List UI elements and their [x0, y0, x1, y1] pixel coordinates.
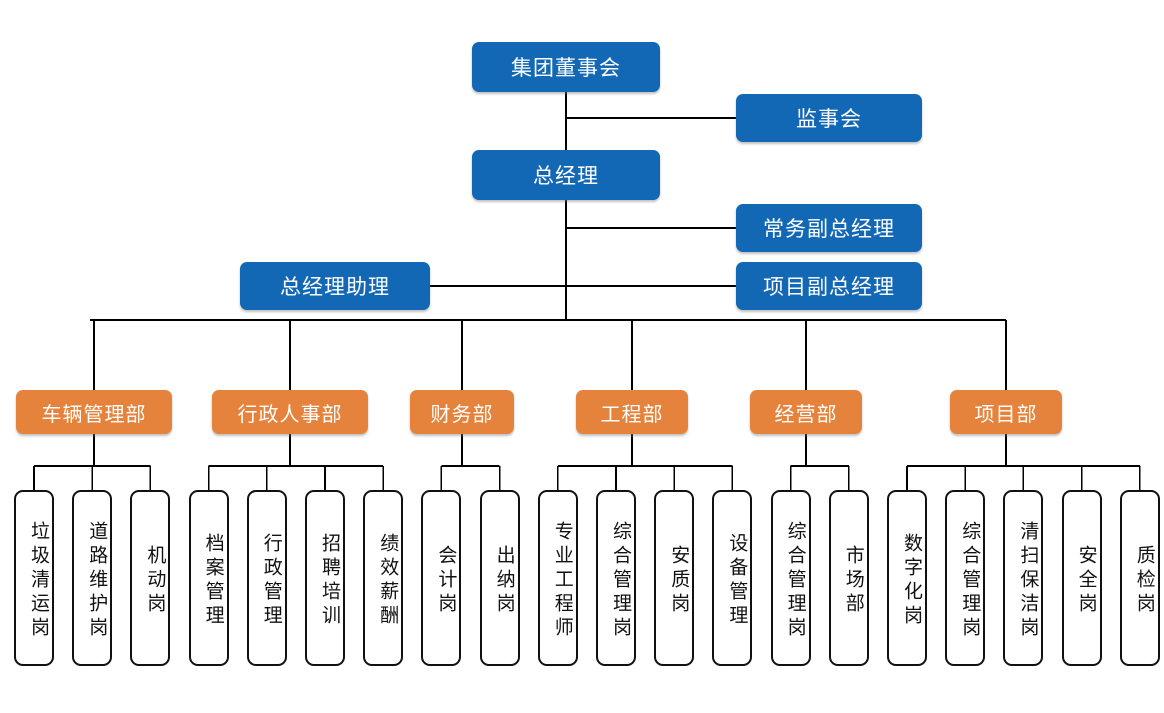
department-node-finance[interactable]: 财务部	[410, 390, 514, 434]
leaf-node[interactable]: 市场部	[828, 490, 869, 666]
leaf-node[interactable]: 综合管理岗	[596, 490, 636, 666]
department-node-admin-hr[interactable]: 行政人事部	[212, 390, 368, 434]
exec-node-supervisory[interactable]: 监事会	[736, 94, 922, 142]
leaf-node[interactable]: 安质岗	[654, 490, 695, 666]
leaf-node[interactable]: 专业工程师	[537, 490, 578, 666]
exec-node-exec-vice-gm[interactable]: 常务副总经理	[736, 204, 922, 252]
department-node-project[interactable]: 项目部	[950, 390, 1062, 434]
leaf-node[interactable]: 安全岗	[1061, 490, 1102, 666]
leaf-node[interactable]: 数字化岗	[887, 490, 927, 666]
leaf-node[interactable]: 档案管理	[188, 490, 229, 666]
department-node-engineering[interactable]: 工程部	[576, 390, 688, 434]
exec-node-board[interactable]: 集团董事会	[472, 42, 660, 92]
leaf-node[interactable]: 质检岗	[1119, 490, 1160, 666]
leaf-node[interactable]: 机动岗	[130, 490, 171, 666]
leaf-node[interactable]: 设备管理	[712, 490, 753, 666]
department-node-vehicle-management[interactable]: 车辆管理部	[16, 390, 172, 434]
leaf-node[interactable]: 道路维护岗	[72, 490, 113, 666]
leaf-node[interactable]: 会计岗	[421, 490, 462, 666]
leaf-node[interactable]: 综合管理岗	[770, 490, 811, 666]
leaf-node[interactable]: 绩效薪酬	[363, 490, 404, 666]
leaf-node[interactable]: 清扫保洁岗	[1003, 490, 1044, 666]
leaf-node[interactable]: 招聘培训	[305, 490, 345, 666]
leaf-node[interactable]: 出纳岗	[479, 490, 520, 666]
leaf-node[interactable]: 综合管理岗	[945, 490, 986, 666]
leaf-node[interactable]: 垃圾清运岗	[14, 490, 54, 666]
department-node-operations[interactable]: 经营部	[750, 390, 862, 434]
exec-node-gm-assistant[interactable]: 总经理助理	[240, 262, 430, 310]
exec-node-general-manager[interactable]: 总经理	[472, 150, 660, 200]
exec-node-project-vice-gm[interactable]: 项目副总经理	[736, 262, 922, 310]
leaf-node[interactable]: 行政管理	[246, 490, 287, 666]
